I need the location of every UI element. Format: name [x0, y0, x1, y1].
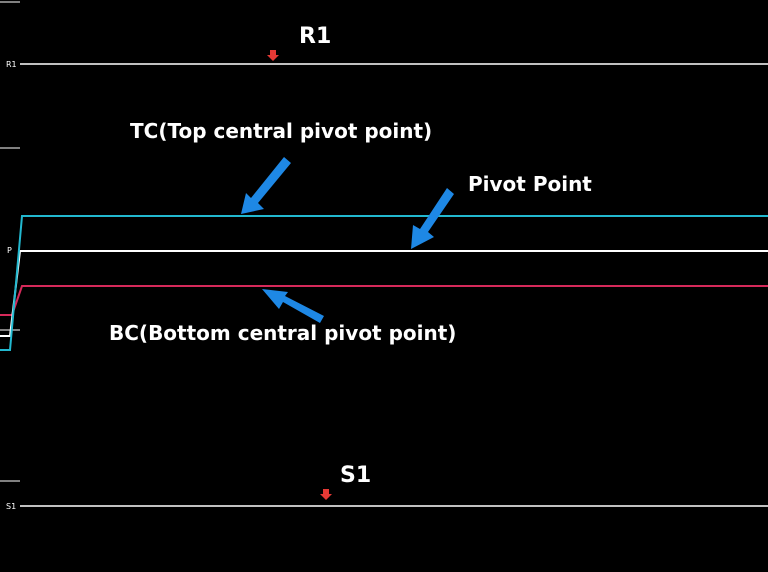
s1-annotation: S1 — [340, 463, 371, 488]
r1-marker-icon — [267, 50, 279, 61]
y-tick-label-p: P — [7, 246, 12, 255]
tc-arrow-icon — [241, 157, 291, 214]
tc-line — [0, 215, 768, 351]
s1-marker-icon — [320, 489, 332, 500]
bc-arrow-icon — [262, 289, 324, 323]
tc-annotation: TC(Top central pivot point) — [130, 119, 432, 143]
r1-annotation: R1 — [299, 24, 331, 49]
bc-line — [0, 285, 768, 316]
bc-annotation: BC(Bottom central pivot point) — [109, 321, 456, 345]
pivot-arrow-icon — [411, 188, 454, 249]
pivot-annotation: Pivot Point — [468, 172, 592, 196]
y-tick-label-r1: R1 — [6, 60, 17, 69]
y-tick-label-s1: S1 — [6, 502, 16, 511]
